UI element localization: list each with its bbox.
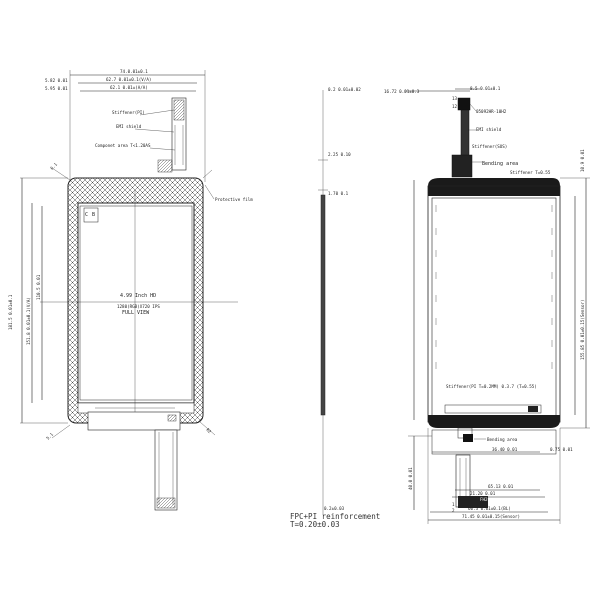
back-dim-a: 36.40 0.01 [492, 447, 518, 452]
corner-dim: R2 [205, 427, 212, 434]
fpc-caption-2: T=0.20±0.03 [290, 520, 340, 529]
back-stiffener-t: Stiffener T=0.55 [510, 170, 551, 175]
display-subtitle-1: 1280(RGB)X720 IPS [117, 304, 160, 309]
back-bending-area: Bending area [482, 161, 518, 167]
stiffener-label: Stiffener(PI) [112, 110, 145, 115]
connector-label: 05092HR-10H2 [476, 109, 507, 114]
dim-left-1: 5.82 0.01 [45, 78, 68, 83]
back-small-13: 13 [452, 96, 458, 101]
corner-mark-b: B [92, 212, 95, 218]
edge-ticks [435, 205, 553, 369]
back-bending-area-2: Bending area [487, 437, 518, 442]
back-side-dim-2: 10.9 0.01 [580, 149, 585, 172]
back-fpc-label: FH26-C25-0.3SHW [480, 497, 518, 502]
emi-shield-label: EMI shield [116, 124, 142, 129]
back-stiffener-bottom: Stiffener(PI T=0.2MM) 0.3.7 (T=0.55) [446, 384, 537, 389]
side-dim-2: 2.25 0.10 [328, 152, 351, 157]
back-dim-top-2: 8.5 0.01±0.1 [470, 86, 501, 91]
back-small-2: 2 [452, 508, 455, 513]
back-left-dim: 40.0 0.01 [408, 467, 413, 490]
left-small-dim-1: 6.1 [49, 161, 58, 170]
display-subtitle-2: FULL VIEW [122, 310, 150, 316]
dim-top-3: 62.1 0.01±(A/A) [110, 85, 148, 90]
back-dim-d: 21.20 0.01 [470, 491, 496, 496]
display-title: 4.99 Inch HD [120, 293, 156, 299]
side-dim-1: 0.2 0.01±0.02 [328, 87, 361, 92]
dim-top-2: 62.7 0.01±0.1(V/A) [106, 77, 151, 82]
side-dim-bottom: 0.2±0.03 [324, 506, 345, 511]
side-dim-3: 1.70 0.1 [328, 191, 349, 196]
corner-mark-c: C [85, 212, 88, 218]
dim-left-2: 5.95 0.01 [45, 86, 68, 91]
back-dim-top-1: 16.72 0.01±0.3 [384, 89, 420, 94]
back-dim-b: 0.75 0.01 [550, 447, 573, 452]
back-view: 16.72 0.01±0.3 8.5 0.01±0.1 13 12 05092H… [384, 86, 590, 524]
fpc-caption-1: FPC+PI reinforcement [290, 512, 380, 521]
back-small-12: 12 [452, 104, 458, 109]
protective-film-label: Protective film [215, 197, 253, 202]
back-dim-e: 60.3 0.01±0.1(BL) [468, 506, 511, 511]
back-stiffener-sus: Stiffener(SUS) [472, 144, 507, 149]
back-side-dim-1: 155.85 0.01±0.15(Sensor) [580, 299, 585, 360]
side-view: 0.2 0.01±0.02 2.25 0.10 1.70 0.1 0.2±0.0… [290, 87, 380, 529]
back-dim-f: 71.45 0.01±0.15(Sensor) [462, 514, 520, 519]
height-dim-3: 110.5 0.01 [36, 274, 41, 300]
height-dim-2: 151.8 0.01±0.1(V/A) [26, 297, 31, 345]
dim-top-1: 74.0.01±0.1 [120, 69, 148, 74]
component-label: Componet area T<1.20AS [95, 143, 151, 148]
back-emi-shield: EMI shield [476, 127, 502, 132]
left-small-dim-2: 5.1 [45, 431, 54, 440]
height-dim-1: 181.5 0.01±0.1 [8, 294, 13, 330]
front-view: 74.0.01±0.1 62.7 0.01±0.1(V/A) 62.1 0.01… [8, 69, 253, 511]
back-small-1: 1 [452, 502, 455, 507]
back-dim-c: 65.13 0.01 [488, 484, 514, 489]
